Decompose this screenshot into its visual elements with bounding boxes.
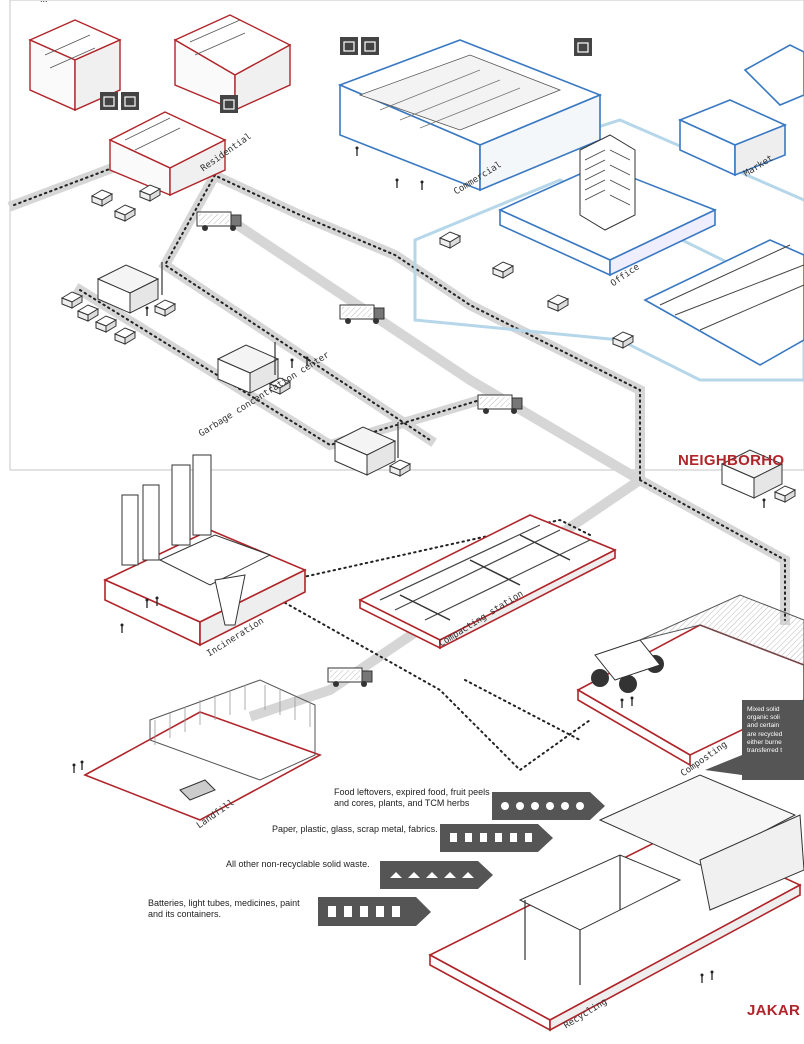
sorting-badges [100, 37, 592, 113]
callout-pointer [705, 755, 742, 775]
landfill [83, 679, 322, 821]
organic-waste-icons [492, 792, 605, 820]
recycling-plant [428, 774, 804, 1032]
residual-waste-icons [380, 861, 493, 889]
hazardous-waste-icons [318, 897, 431, 926]
commercial-building [337, 39, 603, 192]
street-block [643, 239, 804, 366]
recyclable-waste-icons [440, 824, 553, 852]
region-label-jakarta: JAKAR [747, 1002, 801, 1019]
top-cropped-text: ... [40, 0, 48, 4]
garbage-truck-4 [327, 667, 373, 688]
category-hazardous-text: Batteries, light tubes, medicines, paint… [148, 898, 300, 919]
incineration-plant [103, 454, 307, 647]
composting-callout: Mixed solid organic soli and certain are… [742, 700, 804, 780]
garbage-truck-3 [477, 394, 523, 415]
garbage-truck-1 [196, 211, 242, 232]
compacting-station [358, 514, 617, 650]
lamp-posts [161, 262, 399, 458]
category-organic-text: Food leftovers, expired food, fruit peel… [334, 787, 490, 808]
market-building [677, 44, 804, 177]
neighborhood-boundary [9, 0, 804, 471]
garbage-truck-2 [339, 304, 385, 325]
residential-houses [28, 14, 292, 197]
office-building [498, 134, 718, 277]
region-label-neighborhood: NEIGHBORHO [678, 452, 785, 469]
category-recyclable-text: Paper, plastic, glass, scrap metal, fabr… [272, 824, 438, 834]
category-residual-text: All other non-recyclable solid waste. [226, 859, 370, 869]
concentration-shed-3 [334, 426, 396, 476]
